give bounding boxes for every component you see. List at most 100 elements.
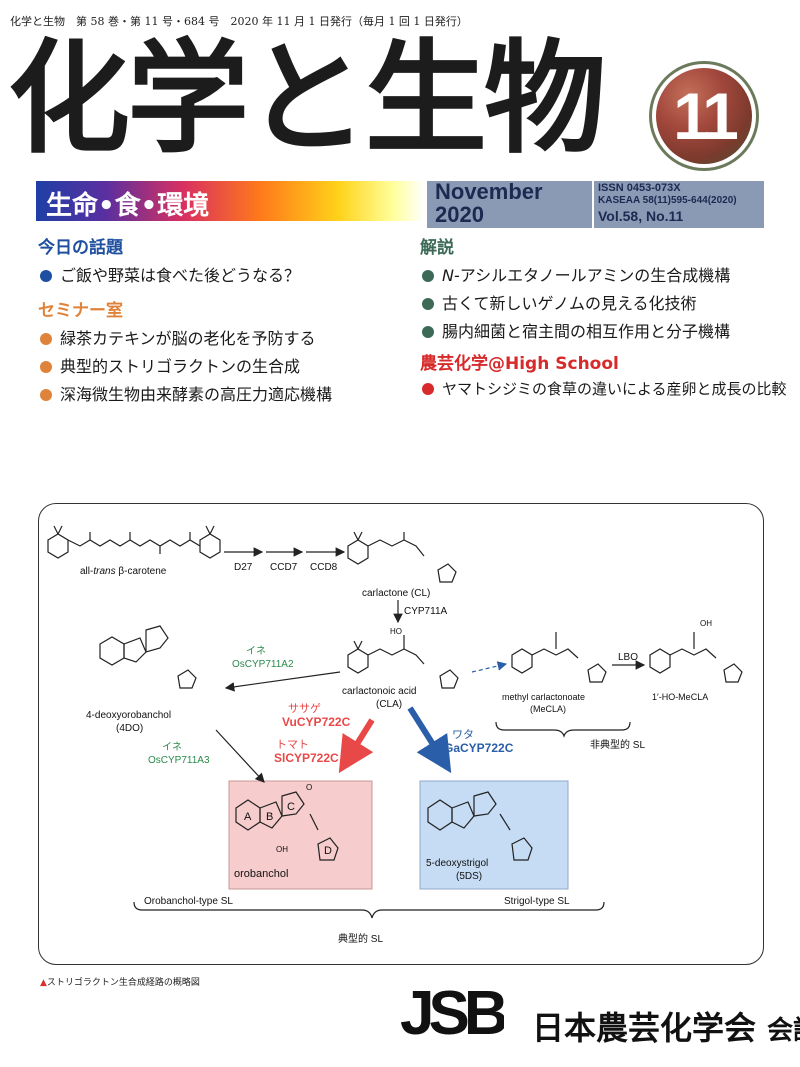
toc-item[interactable]: ヤマトシジミの食草の違いによる産卵と成長の比較 (422, 378, 787, 399)
toc-item-label: 典型的ストリゴラクトンの生合成 (60, 357, 301, 376)
beta-carotene-structure (47, 525, 221, 559)
oh-label: OH (276, 845, 288, 854)
ho-mecla-label: 1′-HO-MeCLA (652, 692, 708, 702)
toc-item-label: ヤマトシジミの食草の違いによる産卵と成長の比較 (442, 380, 787, 398)
subtitle: 生命•食•環境 (46, 191, 210, 221)
beta-carotene-italic: trans (93, 566, 115, 577)
arrow-dashed (471, 661, 508, 673)
o-label: O (306, 783, 312, 792)
ring-c-label: C (287, 801, 295, 813)
ring-b-label: B (266, 811, 273, 823)
ring-d-label: D (324, 845, 332, 857)
jsba-logo: JSBA (400, 979, 504, 1040)
issue-date-box: November 2020 (427, 179, 592, 228)
bullet-icon (422, 383, 434, 395)
caption-text: ストリゴラクトン生合成経路の概略図 (46, 978, 200, 988)
five-ds-structure (427, 791, 533, 861)
gacyp722c-label: GaCYP722C (444, 741, 514, 755)
tomato-label: トマト (276, 739, 309, 751)
beta-carotene-label: all-trans β-carotene (80, 566, 167, 577)
five-ds-abbrev-label: (5DS) (456, 871, 482, 882)
ring-a-label: A (244, 811, 252, 823)
bullet-icon (40, 333, 52, 345)
four-do-label: 4-deoxyorobanchol (86, 710, 171, 721)
bullet-icon (422, 326, 434, 338)
mecla-label: methyl carlactonoate (502, 692, 585, 702)
arrow-oscyp711a3 (215, 729, 265, 783)
toc-item[interactable]: N-アシルエタノールアミンの生合成機構 (422, 262, 730, 286)
ine-label-1: イネ (246, 645, 266, 657)
volume-line: Vol.58, No.11 (598, 208, 684, 224)
mecla-abbrev-label: (MeCLA) (530, 704, 566, 714)
issn-line: ISSN 0453-073X (598, 182, 681, 194)
non-canonical-brace (495, 721, 631, 738)
carlactone-structure (347, 531, 457, 583)
jsba-logo-text: JSBA (400, 979, 504, 1040)
sasage-label: ササゲ (288, 702, 321, 715)
four-do-structure (99, 625, 197, 689)
issue-year: 2020 (435, 202, 484, 227)
bullet-icon (40, 389, 52, 401)
bullet-icon (40, 361, 52, 373)
bullet-icon (422, 298, 434, 310)
canonical-label: 典型的 SL (338, 932, 383, 945)
issn-box: ISSN 0453-073X KASEAA 58(11)595-644(2020… (594, 181, 764, 228)
enzyme-ccd8-label: CCD8 (310, 562, 338, 573)
oh-label-mecla: OH (700, 619, 712, 628)
section-heading-topics: 今日の話題 (38, 238, 123, 258)
caption-triangle-icon: ▲ (40, 978, 47, 988)
beta-carotene-prefix: all- (80, 566, 93, 577)
toc-item-label: 腸内細菌と宿主間の相互作用と分子機構 (442, 322, 731, 341)
diagram-frame (38, 503, 764, 965)
oscyp711a3-label: OsCYP711A3 (148, 755, 210, 766)
issue-badge: 11 (652, 64, 756, 168)
toc-item-label: ご飯や野菜は食べた後どうなる？ (60, 266, 301, 285)
magazine-title: 化学と生物 (8, 28, 606, 170)
subtitle-bar: 生命•食•環境 (36, 181, 424, 221)
section-heading-review: 解説 (420, 238, 454, 258)
five-ds-label: 5-deoxystrigol (426, 858, 488, 869)
orobanchol-label: orobanchol (234, 868, 288, 880)
wata-label: ワタ (452, 728, 474, 741)
toc-item-label: 緑茶カテキンが脳の老化を予防する (60, 329, 316, 348)
slcyp722c-label: SlCYP722C (274, 751, 339, 765)
enzyme-d27-label: D27 (234, 562, 253, 573)
arrow-cyp722c-blue (407, 706, 452, 774)
kaseaa-line: KASEAA 58(11)595-644(2020) (598, 195, 737, 206)
oscyp711a2-label: OsCYP711A2 (232, 659, 294, 670)
four-do-abbrev-label: (4DO) (116, 723, 143, 734)
toc-item-label: -アシルエタノールアミンの生合成機構 (453, 266, 731, 285)
toc-item[interactable]: 古くて新しいゲノムの見える化技術 (422, 290, 697, 314)
issue-month: November (435, 179, 543, 204)
cla-abbrev-label: (CLA) (376, 699, 402, 710)
orobanchol-structure (235, 791, 339, 861)
toc-item-italic: N (442, 266, 454, 285)
bullet-icon (40, 270, 52, 282)
issue-number: 11 (673, 79, 739, 153)
toc-item[interactable]: 典型的ストリゴラクトンの生合成 (40, 353, 300, 377)
canonical-brace (133, 901, 605, 919)
publisher-name-text: 日本農芸化学会 (532, 1009, 757, 1047)
figure-caption: ▲ストリゴラクトン生合成経路の概略図 (40, 975, 200, 988)
non-canonical-label: 非典型的 SL (590, 738, 645, 751)
toc-item[interactable]: 深海微生物由来酵素の高圧力適応機構 (40, 381, 332, 405)
publication-info: 化学と生物 第 58 巻・第 11 号・684 号 2020 年 11 月 1 … (10, 15, 468, 28)
carlactone-label: carlactone (CL) (362, 588, 430, 599)
toc-item-label: 深海微生物由来酵素の高圧力適応機構 (60, 385, 333, 404)
bullet-icon (422, 270, 434, 282)
cyp711a-label: CYP711A (404, 606, 448, 617)
ho-mecla-structure (649, 632, 743, 683)
orobanchol-type-label: Orobanchol-type SL (144, 896, 233, 907)
mecla-structure (511, 632, 607, 683)
arrow-cyp722c-red (338, 718, 375, 774)
deoxystrigol-box (419, 780, 569, 890)
toc-item[interactable]: 緑茶カテキンが脳の老化を予防する (40, 325, 316, 349)
toc-item-label: 古くて新しいゲノムの見える化技術 (442, 294, 697, 313)
ho-label: HO (390, 627, 402, 636)
cla-label: carlactonoic acid (342, 686, 416, 697)
section-heading-seminar: セミナー室 (38, 301, 123, 321)
ine-label-2: イネ (162, 741, 182, 753)
publisher-name: 日本農芸化学会 会誌 (532, 1003, 800, 1049)
toc-item[interactable]: ご飯や野菜は食べた後どうなる？ (40, 262, 300, 286)
toc-item[interactable]: 腸内細菌と宿主間の相互作用と分子機構 (422, 318, 730, 342)
